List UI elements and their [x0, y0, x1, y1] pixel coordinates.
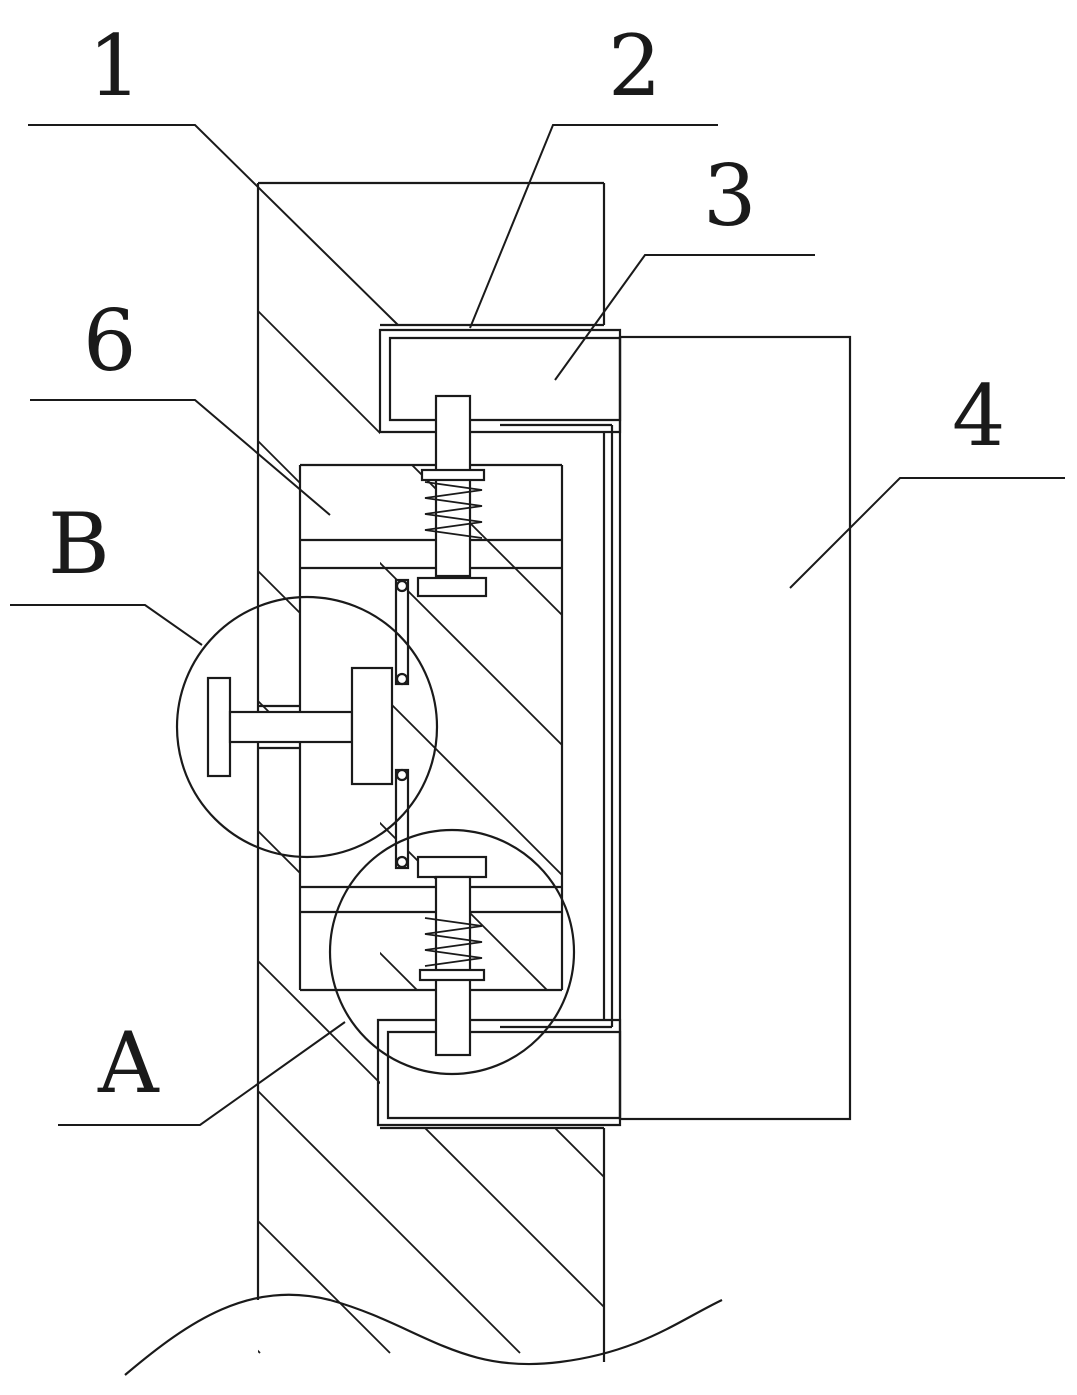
upper-spring-icon [424, 481, 483, 539]
label-detail-a: A [97, 1014, 160, 1112]
linkage-lower [394, 768, 410, 870]
lower-bolt [416, 855, 488, 1057]
frame-channel [500, 423, 614, 1029]
leader-lines [10, 124, 1065, 1126]
lower-bracket [376, 1018, 622, 1127]
part-labels: 1 2 3 4 6 B A [48, 17, 1005, 1112]
wall-body [256, 181, 606, 1362]
upper-bolt [416, 394, 488, 598]
break-line [124, 1293, 723, 1376]
knob-assembly [206, 666, 394, 786]
cavity-outline [298, 323, 604, 1130]
lower-spring-icon [424, 917, 483, 967]
panel [618, 335, 852, 1121]
label-part-4: 4 [952, 367, 1005, 465]
linkage-upper [394, 578, 410, 686]
upper-bracket [378, 328, 622, 434]
label-detail-b: B [48, 495, 110, 593]
label-part-2: 2 [608, 17, 661, 115]
detail-circle-a [328, 828, 576, 1076]
label-part-6: 6 [83, 292, 136, 390]
detail-circle-b [175, 595, 439, 859]
label-part-3: 3 [703, 147, 756, 245]
label-part-1: 1 [88, 17, 141, 115]
